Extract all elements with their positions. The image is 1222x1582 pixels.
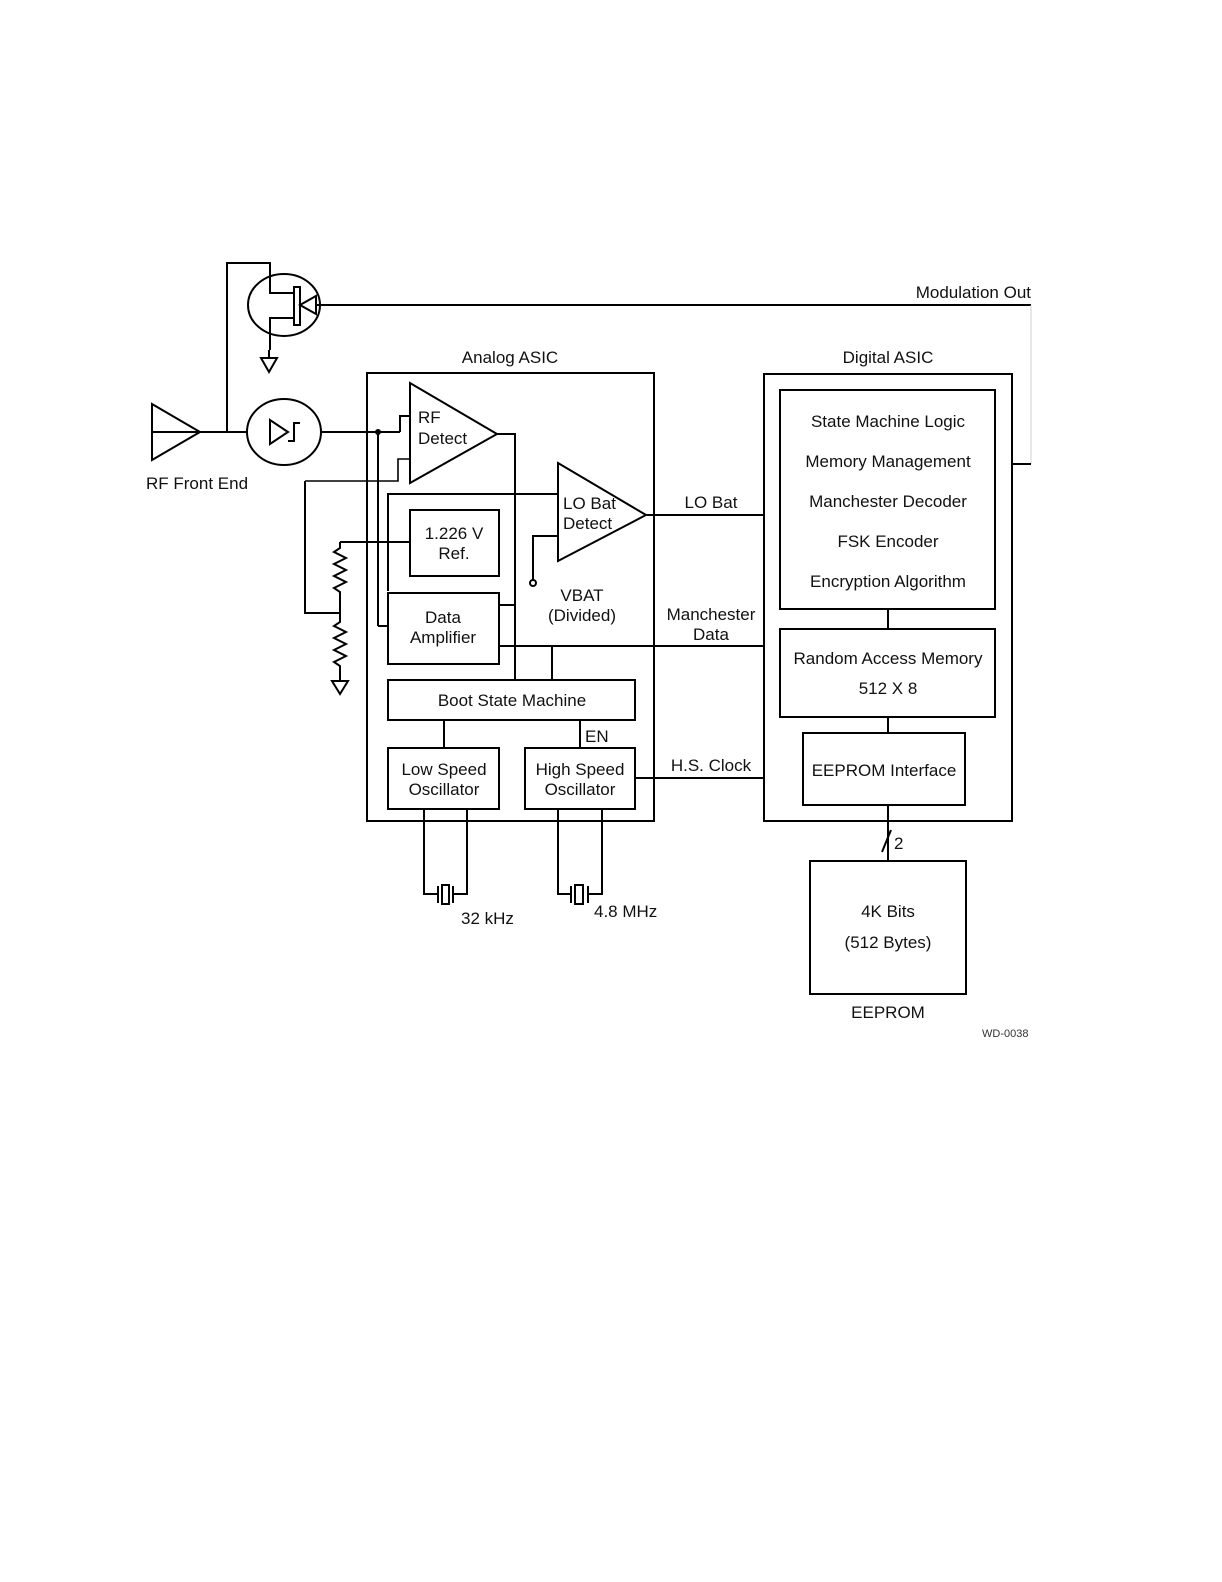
vbat-divided-label: (Divided) [548, 606, 616, 625]
ground-icon [259, 350, 279, 375]
manchester-label: Manchester [667, 605, 756, 624]
svg-text:RF: RF [418, 408, 441, 427]
svg-text:1.226 V: 1.226 V [425, 524, 484, 543]
svg-text:Memory Management: Memory Management [805, 452, 971, 471]
crystal-4-8mhz-label: 4.8 MHz [594, 902, 657, 921]
ground-icon [330, 680, 350, 696]
svg-text:Detect: Detect [563, 514, 612, 533]
detector-diode-icon [246, 398, 322, 466]
svg-text:Random Access Memory: Random Access Memory [794, 649, 983, 668]
lo-bat-detect-amplifier: LO Bat Detect [557, 461, 649, 563]
svg-text:Encryption Algorithm: Encryption Algorithm [810, 572, 966, 591]
svg-text:Oscillator: Oscillator [545, 780, 616, 799]
svg-text:Boot State Machine: Boot State Machine [438, 691, 586, 710]
svg-text:Oscillator: Oscillator [409, 780, 480, 799]
hs-clock-label: H.S. Clock [671, 756, 752, 775]
eeprom-interface-block: EEPROM Interface [802, 732, 966, 806]
svg-text:Data: Data [425, 608, 461, 627]
bus-width-label: 2 [894, 834, 903, 853]
svg-text:EEPROM Interface: EEPROM Interface [812, 761, 957, 780]
svg-text:FSK Encoder: FSK Encoder [837, 532, 938, 551]
vbat-terminal-icon [529, 579, 537, 587]
modulation-transistor-icon [247, 273, 321, 350]
analog-asic-box [366, 372, 655, 822]
rf-detect-amplifier: RF Detect [409, 381, 500, 485]
voltage-reference-block: 1.226 V Ref. [409, 509, 500, 577]
eeprom-block: 4K Bits (512 Bytes) [809, 860, 967, 995]
lo-bat-signal-label: LO Bat [685, 493, 738, 512]
svg-text:4K Bits: 4K Bits [861, 902, 915, 921]
eeprom-label: EEPROM [851, 1003, 925, 1022]
modulation-out-label: Modulation Out [916, 283, 1032, 302]
svg-text:High Speed: High Speed [536, 760, 625, 779]
high-speed-oscillator-block: High Speed Oscillator [524, 747, 636, 810]
svg-text:Manchester Decoder: Manchester Decoder [809, 492, 967, 511]
svg-text:State Machine Logic: State Machine Logic [811, 412, 966, 431]
crystal-32khz-label: 32 kHz [461, 909, 514, 928]
svg-text:Ref.: Ref. [438, 544, 469, 563]
rf-to-modulator-wire [226, 262, 271, 432]
svg-text:512 X 8: 512 X 8 [859, 679, 918, 698]
digital-asic-title: Digital ASIC [843, 348, 934, 367]
analog-asic-title: Analog ASIC [462, 348, 558, 367]
manchester-data-label: Data [693, 625, 729, 644]
rf-front-end-label: RF Front End [146, 474, 248, 493]
svg-text:Amplifier: Amplifier [410, 628, 476, 647]
figure-id-label: WD-0038 [982, 1028, 1028, 1040]
data-amplifier-block: Data Amplifier [387, 592, 500, 665]
boot-state-machine-block: Boot State Machine [387, 679, 636, 721]
ram-block: Random Access Memory 512 X 8 [779, 628, 996, 718]
svg-text:LO Bat: LO Bat [563, 494, 616, 513]
low-speed-oscillator-block: Low Speed Oscillator [387, 747, 500, 810]
vbat-label: VBAT [560, 586, 603, 605]
svg-text:Low Speed: Low Speed [401, 760, 486, 779]
svg-text:Detect: Detect [418, 429, 467, 448]
logic-functions-block: State Machine Logic Memory Management Ma… [779, 389, 996, 610]
enable-label: EN [585, 727, 609, 746]
svg-text:(512 Bytes): (512 Bytes) [845, 933, 932, 952]
resistor-icon [331, 542, 349, 680]
crystal-32khz-icon [423, 809, 468, 905]
rf-front-end-antenna-icon [151, 402, 248, 462]
crystal-4-8mhz-icon [557, 809, 603, 905]
